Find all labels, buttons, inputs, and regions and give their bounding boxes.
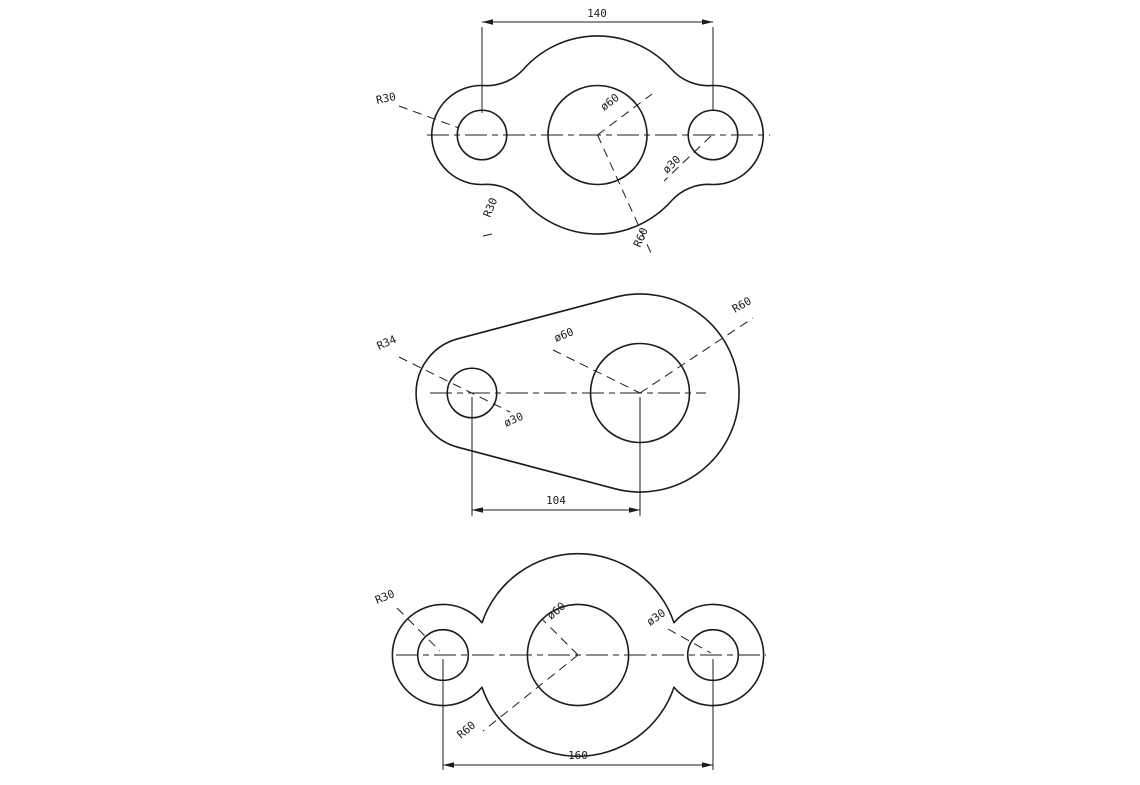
fig1-right-hole <box>687 109 739 161</box>
fig3-center-hole <box>526 603 630 707</box>
fig2-d60-label: ø60 <box>552 325 575 344</box>
fig2-d60-leader <box>552 349 641 394</box>
fig1-d30-label: ø30 <box>660 153 683 176</box>
fig2-r60-label: R60 <box>730 294 754 315</box>
fig1-dim-arrow-left <box>482 19 493 25</box>
fig2-outline <box>415 293 740 493</box>
fig1-d60-leader <box>597 93 653 136</box>
fig3-d60-label: ø60 <box>545 600 569 623</box>
fig2-r34-d30-leader <box>398 356 511 413</box>
fig3-d30-leader <box>667 628 712 654</box>
fig3-r30-leader <box>396 607 441 652</box>
fig3-d60-leader <box>542 619 579 656</box>
fig1-d60-label: ø60 <box>598 91 622 113</box>
fig2-dim-arrow-left <box>472 507 483 513</box>
figure-middle: 104 R34 ø30 ø60 R60 <box>375 293 754 516</box>
fig2-dim-text: 104 <box>546 494 566 507</box>
fig2-r60-leader <box>639 317 754 394</box>
fig2-dim-arrow-right <box>629 507 640 513</box>
fig1-r30-left-label: R30 <box>375 90 397 107</box>
fig3-dim-text: 160 <box>568 749 588 762</box>
fig3-outline <box>391 553 765 757</box>
fig1-outline <box>430 35 765 235</box>
fig1-dim-arrow-right <box>702 19 713 25</box>
fig1-dim-text: 140 <box>587 7 607 20</box>
fig3-r60-label: R60 <box>455 719 479 742</box>
fig2-d30-label: ø30 <box>502 410 525 430</box>
fig3-r60-leader <box>482 654 579 732</box>
fig2-r34-label: R34 <box>375 333 399 353</box>
figure-top: 140 R30 R30 ø60 ø30 R60 <box>375 7 770 254</box>
fig1-fillet-center-mark <box>482 233 493 237</box>
fig3-r30-label: R30 <box>373 587 396 606</box>
figure-bottom: 160 R30 ø60 ø30 R60 <box>373 553 766 770</box>
fig1-d30-leader <box>663 135 712 182</box>
fig1-r60-leader <box>597 134 652 254</box>
fig1-r30-left-leader <box>398 105 460 129</box>
fig3-dim-arrow-right <box>702 762 713 768</box>
fig1-center-hole <box>547 84 648 186</box>
fig3-d30-label: ø30 <box>644 606 668 628</box>
fig3-dim-arrow-left <box>443 762 454 768</box>
fig1-r30-fillet-label: R30 <box>481 196 500 219</box>
